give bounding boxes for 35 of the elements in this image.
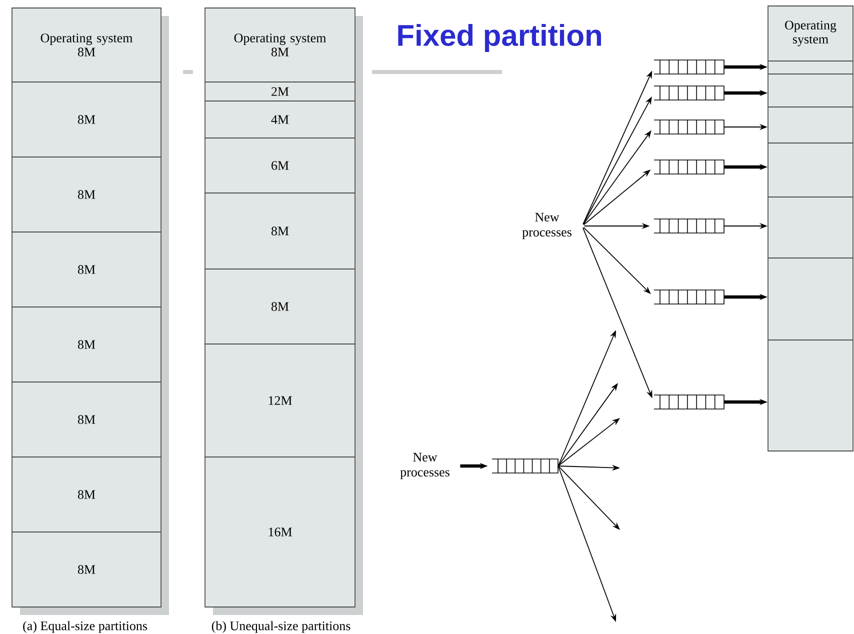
memory-partition: 8M [204, 268, 356, 344]
queue [654, 160, 724, 174]
memory-partition: 8M [12, 232, 162, 308]
memory-partition: 8M [12, 456, 162, 532]
caption: (a) Equal-size partitions [23, 621, 148, 633]
queue [654, 86, 724, 100]
memory-partition: 8M [12, 306, 162, 382]
memory-partition: 2M [204, 82, 356, 102]
source-label: New processes [522, 212, 572, 240]
memory-partition [768, 142, 854, 198]
memory-partition: 8M [12, 532, 162, 608]
memory-partition: 4M [204, 100, 356, 138]
queue [654, 120, 724, 134]
memory-partition: 8M [12, 156, 162, 232]
memory-partition [768, 106, 854, 144]
memory-partition [768, 60, 854, 74]
os-partition: Operating system 8M [12, 8, 162, 82]
queue [654, 218, 724, 234]
arrow [558, 466, 620, 530]
memory-partition: 16M [204, 456, 356, 608]
caption: (b) Unequal-size partitions [212, 621, 350, 633]
queue [492, 458, 558, 474]
queue [654, 394, 724, 410]
memory-partition: 8M [12, 382, 162, 458]
memory-partition: 8M [204, 192, 356, 270]
source-label: New processes [400, 452, 450, 480]
queue [654, 60, 724, 74]
memory-partition: 12M [204, 344, 356, 458]
memory-partition [768, 196, 854, 258]
memory-partition: 6M [204, 138, 356, 194]
memory-partition: 8M [12, 82, 162, 158]
title: Fixed partition [398, 24, 601, 52]
memory-partition [768, 258, 854, 340]
queue [654, 290, 724, 304]
memory-partition [768, 340, 854, 452]
